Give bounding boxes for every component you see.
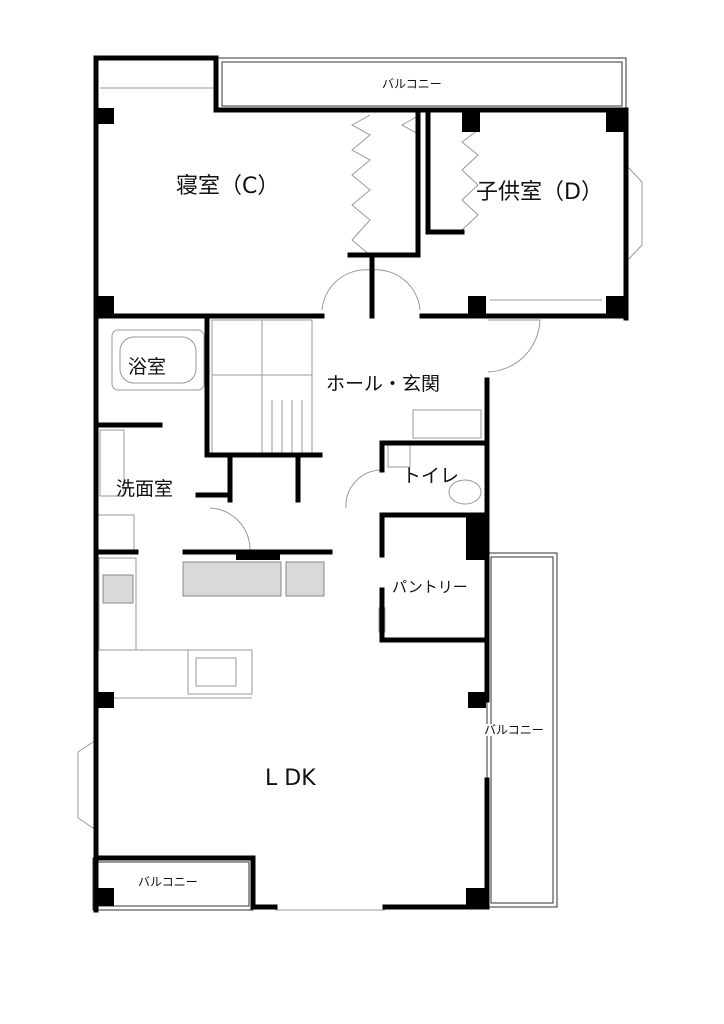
balcony-label-top: バルコニー <box>382 77 442 91</box>
room-label-pantry: パントリー <box>392 578 468 596</box>
room-label-bedroom: 寝室（C） <box>176 174 280 199</box>
balcony-label-right: バルコニー <box>484 723 544 737</box>
room-label-ldk: L DK <box>265 766 316 791</box>
room-label-kids-room: 子供室（D） <box>476 180 603 205</box>
room-label-toilet: トイレ <box>402 465 460 487</box>
room-label-washroom: 洗面室 <box>116 478 174 500</box>
room-label-hall: ホール・玄関 <box>326 373 441 395</box>
column-posts <box>96 108 626 908</box>
fixture-lines <box>77 87 643 911</box>
balcony-label-bottom: バルコニー <box>138 875 198 889</box>
room-label-bath: 浴室 <box>128 356 167 378</box>
fixture-fills <box>102 561 325 604</box>
